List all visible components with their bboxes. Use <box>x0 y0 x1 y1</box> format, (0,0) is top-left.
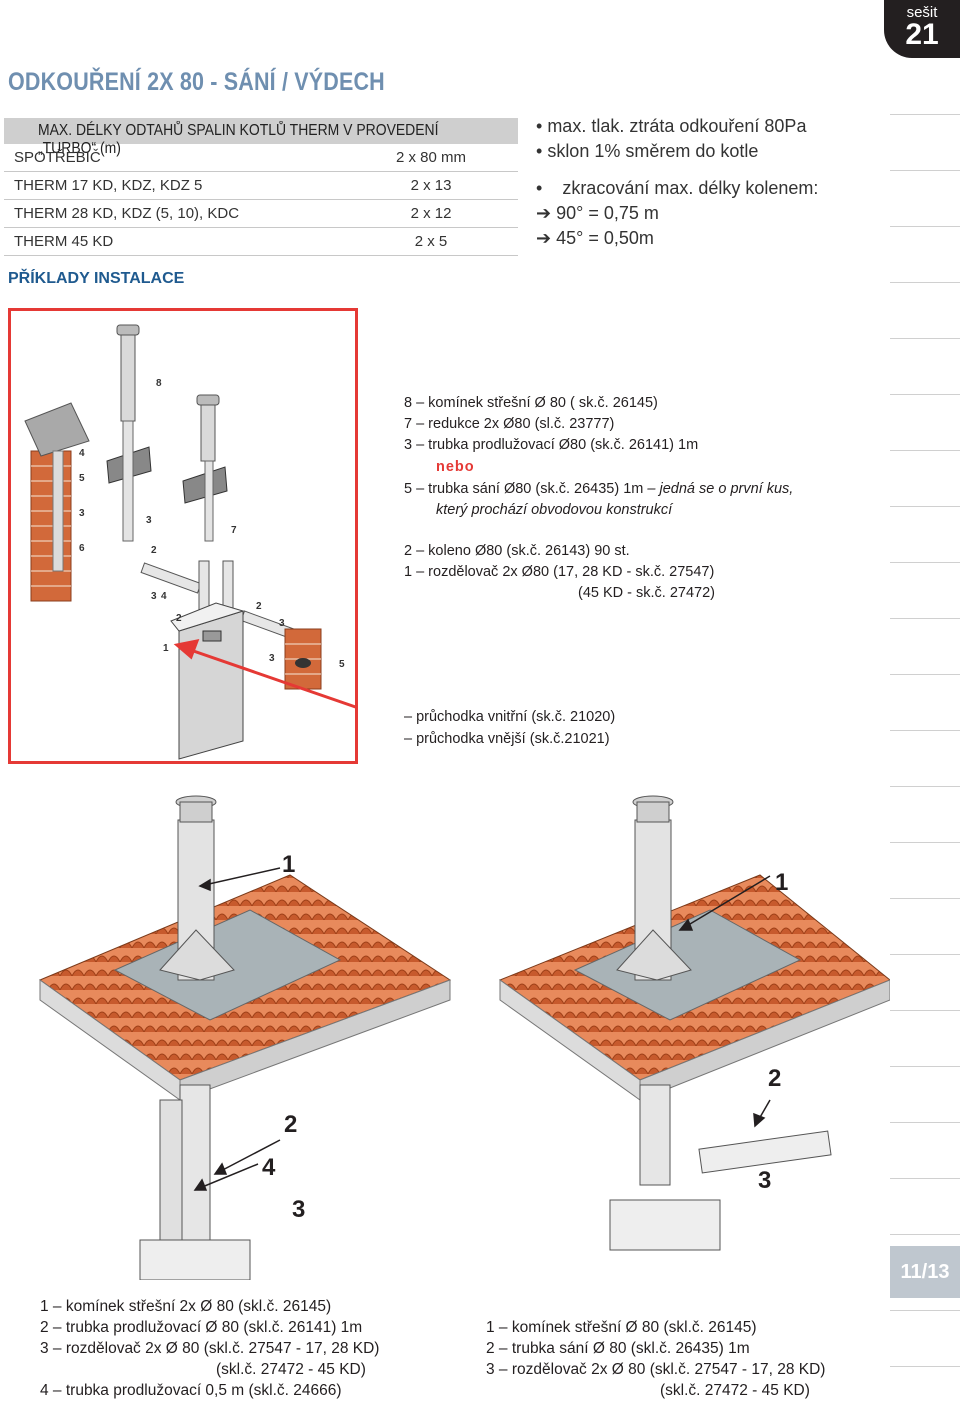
legend-note: který prochází obvodovou konstrukcí <box>436 502 672 518</box>
label-5b: 5 <box>79 473 85 484</box>
callout-label-1: 1 <box>775 869 788 896</box>
table-row: THERM 17 KD, KDZ, KDZ 5 2 x 13 <box>4 172 518 200</box>
table-cell-name: THERM 17 KD, KDZ, KDZ 5 <box>14 177 203 194</box>
note-text: zkracování max. délky kolenem: <box>562 178 819 198</box>
legend-or: nebo <box>436 459 475 475</box>
label-3b: 3 <box>151 591 157 602</box>
table-cell-value: 2 x 80 mm <box>395 149 467 166</box>
label-3d: 3 <box>269 653 275 664</box>
table-row: THERM 28 KD, KDZ (5, 10), KDC 2 x 12 <box>4 200 518 228</box>
callout-label-3: 3 <box>292 1196 305 1223</box>
legend-item: (45 KD - sk.č. 27472) <box>578 585 715 601</box>
table-cell-name: THERM 28 KD, KDZ (5, 10), KDC <box>14 205 240 222</box>
callout-label-1: 1 <box>282 851 295 878</box>
legend-item: 8 – komínek střešní Ø 80 ( sk.č. 26145) <box>404 395 658 411</box>
section-badge: sešit 21 <box>884 0 960 58</box>
label-2b: 2 <box>176 613 182 624</box>
arrow-right-icon: ➔ <box>536 203 552 223</box>
list-item: (skl.č. 27472 - 45 KD) <box>216 1361 366 1378</box>
note-shortening: • zkracování max. délky kolenem: <box>536 178 819 198</box>
right-roof <box>498 874 890 1101</box>
list-item: (skl.č. 27472 - 45 KD) <box>660 1382 810 1399</box>
list-item: 2 – trubka sání Ø 80 (skl.č. 26435) 1m <box>486 1340 750 1357</box>
right-flue <box>609 795 832 1251</box>
callout-label-2: 2 <box>284 1111 297 1138</box>
callout-label-3: 3 <box>758 1167 771 1194</box>
legend-note: – jedná se o první kus, <box>647 481 794 497</box>
label-2: 2 <box>151 545 157 556</box>
callout-arrows <box>193 867 771 1191</box>
examples-heading: PŘÍKLADY INSTALACE <box>8 270 185 287</box>
note-pressure: • max. tlak. ztráta odkouření 80Pa <box>536 116 807 136</box>
list-item: 2 – trubka prodlužovací Ø 80 (skl.č. 261… <box>40 1319 363 1336</box>
roof-flue-pipe <box>106 324 152 542</box>
legend-item: – průchodka vnější (sk.č.21021) <box>404 731 610 747</box>
note-text: 45° = 0,50m <box>556 228 654 248</box>
label-4b: 4 <box>79 448 85 459</box>
installation-diagram: 8 7 3 2 3 4 2 3 2 1 3 5 4 5 6 3 <box>8 308 397 764</box>
callout-label-2: 2 <box>768 1065 781 1092</box>
list-item: 1 – komínek střešní 2x Ø 80 (skl.č. 2614… <box>40 1298 332 1315</box>
label-3c: 3 <box>279 618 285 629</box>
list-item: 3 – rozdělovač 2x Ø 80 (skl.č. 27547 - 1… <box>40 1340 380 1357</box>
legend-item: 3 – trubka prodlužovací Ø80 (sk.č. 26141… <box>404 437 699 453</box>
legend-item: – průchodka vnitřní (sk.č. 21020) <box>404 709 616 725</box>
note-90: ➔ 90° = 0,75 m <box>536 203 818 228</box>
legend-text: 5 – trubka sání Ø80 (sk.č. 26435) 1m <box>404 481 644 497</box>
label-3: 3 <box>146 515 152 526</box>
roof-illustrations: 1 1 2 3 2 4 3 <box>38 795 890 1280</box>
note-text: sklon 1% směrem do kotle <box>547 141 759 161</box>
note-text: max. tlak. ztráta odkouření 80Pa <box>547 116 807 136</box>
legend-item: 2 – koleno Ø80 (sk.č. 26143) 90 st. <box>404 543 630 559</box>
note-slope: • sklon 1% směrem do kotle <box>536 141 759 161</box>
label-4: 4 <box>161 591 167 602</box>
max-length-table: MAX. DÉLKY ODTAHŮ SPALIN KOTLŮ THERM V P… <box>4 118 518 256</box>
table-cell-value: 2 x 5 <box>414 233 448 250</box>
page-title: ODKOUŘENÍ 2X 80 - SÁNÍ / VÝDECH <box>8 68 385 96</box>
list-item: 3 – rozdělovač 2x Ø 80 (skl.č. 27547 - 1… <box>486 1361 826 1378</box>
label-6: 6 <box>79 543 85 554</box>
label-2c: 2 <box>256 601 262 612</box>
list-item: 1 – komínek střešní Ø 80 (skl.č. 26145) <box>486 1319 757 1336</box>
installation-illustration: 8 7 3 2 3 4 2 3 2 1 3 5 4 5 6 3 <box>24 324 397 760</box>
left-roof <box>38 874 452 1101</box>
label-7: 7 <box>231 525 237 536</box>
label-3e: 3 <box>79 508 85 519</box>
badge-label: sešit <box>906 4 938 21</box>
legend-note-text: který prochází obvodovou konstrukcí <box>436 502 673 518</box>
list-item: 4 – trubka prodlužovací 0,5 m (skl.č. 24… <box>40 1382 342 1399</box>
note-45: ➔ 45° = 0,50m <box>536 228 818 253</box>
second-roof-flue <box>182 394 228 542</box>
legend-item: 1 – rozdělovač 2x Ø80 (17, 28 KD - sk.č.… <box>404 564 715 580</box>
label-5: 5 <box>339 659 345 670</box>
table-cell-value: 2 x 12 <box>410 205 452 222</box>
table-cell-value: 2 x 13 <box>410 177 452 194</box>
left-flue <box>139 795 251 1280</box>
table-cell-name: SPOTŘEBIČ <box>14 149 101 166</box>
legend-item: 7 – redukce 2x Ø80 (sl.č. 23777) <box>404 416 615 432</box>
table-heading-row: MAX. DÉLKY ODTAHŮ SPALIN KOTLŮ THERM V P… <box>4 118 518 157</box>
badge-number: 21 <box>905 18 939 51</box>
arrow-right-icon: ➔ <box>536 228 552 248</box>
table-cell-name: THERM 45 KD <box>14 233 114 250</box>
callout-label-4: 4 <box>262 1154 276 1181</box>
label-1: 1 <box>163 643 169 654</box>
notes-block: • max. tlak. ztráta odkouření 80Pa • skl… <box>536 116 818 253</box>
table-row: SPOTŘEBIČ 2 x 80 mm <box>4 144 518 172</box>
outer-wall <box>284 628 322 690</box>
note-text: 90° = 0,75 m <box>556 203 659 223</box>
boiler-illustration <box>170 602 245 760</box>
chimney-illustration <box>24 402 90 602</box>
legend-item: 5 – trubka sání Ø80 (sk.č. 26435) 1m – j… <box>404 481 793 497</box>
table-row: THERM 45 KD 2 x 5 <box>4 228 518 256</box>
label-8: 8 <box>156 378 162 389</box>
page-tab: 11/13 <box>890 1246 960 1298</box>
table-heading: MAX. DÉLKY ODTAHŮ SPALIN KOTLŮ THERM V P… <box>38 122 439 157</box>
